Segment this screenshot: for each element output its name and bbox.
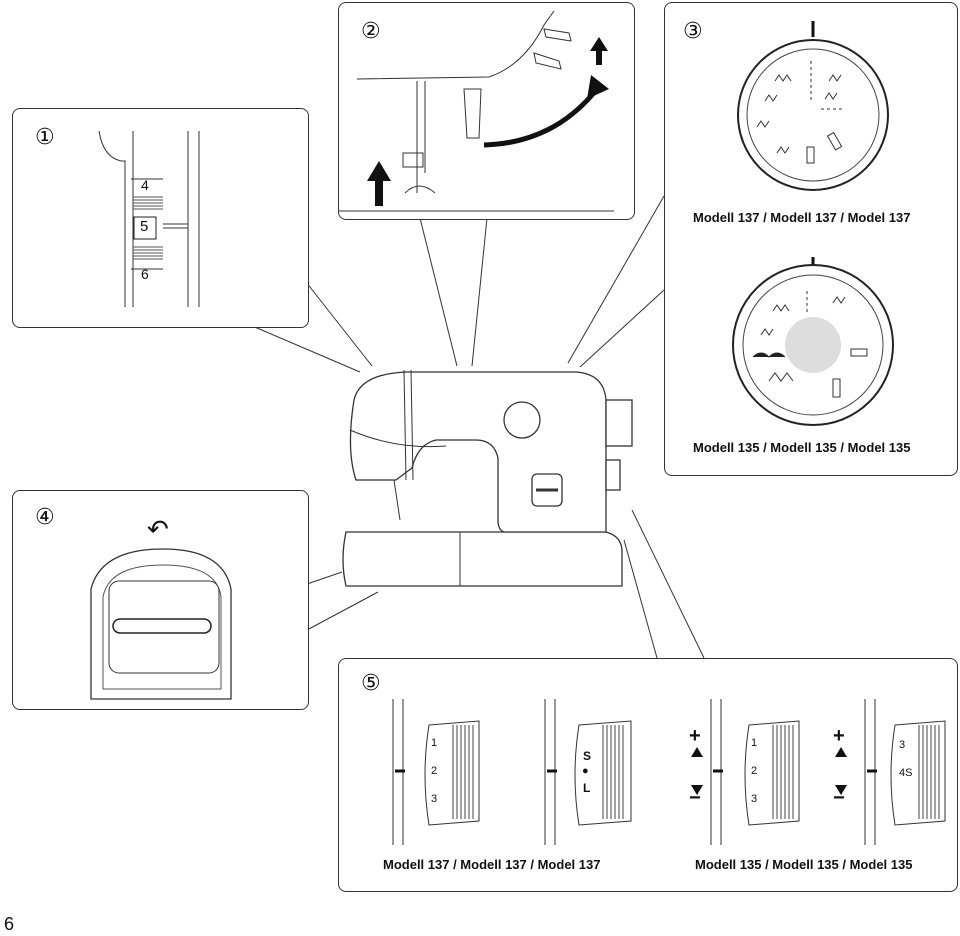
page-number: 6 (4, 914, 15, 934)
dial-scale-illustration (98, 130, 200, 307)
presser-foot-illustration (339, 10, 614, 212)
minus-sign-left: − (689, 787, 701, 809)
panel-number: ② (361, 19, 381, 44)
caption-model-135: Modell 135 / Modell 135 / Model 135 (695, 857, 913, 872)
stitch-dial-model-135 (732, 257, 894, 426)
panel-3-stitch-selector: ③ Modell 137 / Modell 137 / Model 137 (664, 2, 958, 476)
reverse-button-illustration (90, 548, 232, 700)
scale-label-top: 4 (141, 177, 149, 193)
dial-c-mark-3: 3 (751, 793, 758, 805)
panel-4-reverse-button: ④ ↶ (12, 490, 309, 710)
scale-label-selected: 5 (140, 218, 149, 235)
panel-number: ① (35, 125, 55, 150)
caption-model-137: Modell 137 / Modell 137 / Model 137 (383, 857, 601, 872)
caption-model-135: Modell 135 / Modell 135 / Model 135 (693, 440, 911, 455)
dial-c-mark-2: 2 (751, 765, 758, 777)
reverse-arrow-icon: ↶ (147, 515, 169, 545)
panel-number: ③ (683, 19, 703, 44)
panel-number: ⑤ (361, 671, 381, 696)
dial-c-mark-1: 1 (751, 737, 758, 749)
minus-sign-right: − (833, 787, 845, 809)
dial-a-mark-3: 3 (431, 793, 438, 805)
dial-b-mark-l: L (583, 781, 591, 795)
stitch-dial-model-137 (737, 21, 889, 191)
panel-1-stitch-length-dial: ① 4 5 6 (12, 108, 309, 328)
panel-5-stitch-dials: ⑤ (338, 658, 958, 892)
scale-label-bottom: 6 (141, 266, 149, 282)
panel-2-presser-foot-lever: ② (338, 2, 635, 220)
dial-a-mark-2: 2 (431, 765, 438, 777)
caption-model-137: Modell 137 / Modell 137 / Model 137 (693, 210, 911, 225)
plus-sign-right: + (833, 725, 845, 747)
panel-number: ④ (35, 505, 55, 530)
dial-d-mark-3: 3 (899, 739, 906, 751)
dial-illustrations (392, 699, 946, 845)
dial-a-mark-1: 1 (431, 737, 438, 749)
dial-d-mark-4s: 4S (899, 767, 913, 779)
plus-sign-left: + (689, 725, 701, 747)
dial-b-mark-dot: ● (582, 765, 589, 777)
dial-b-mark-s: S (583, 749, 592, 763)
sewing-machine-illustration (342, 369, 633, 587)
